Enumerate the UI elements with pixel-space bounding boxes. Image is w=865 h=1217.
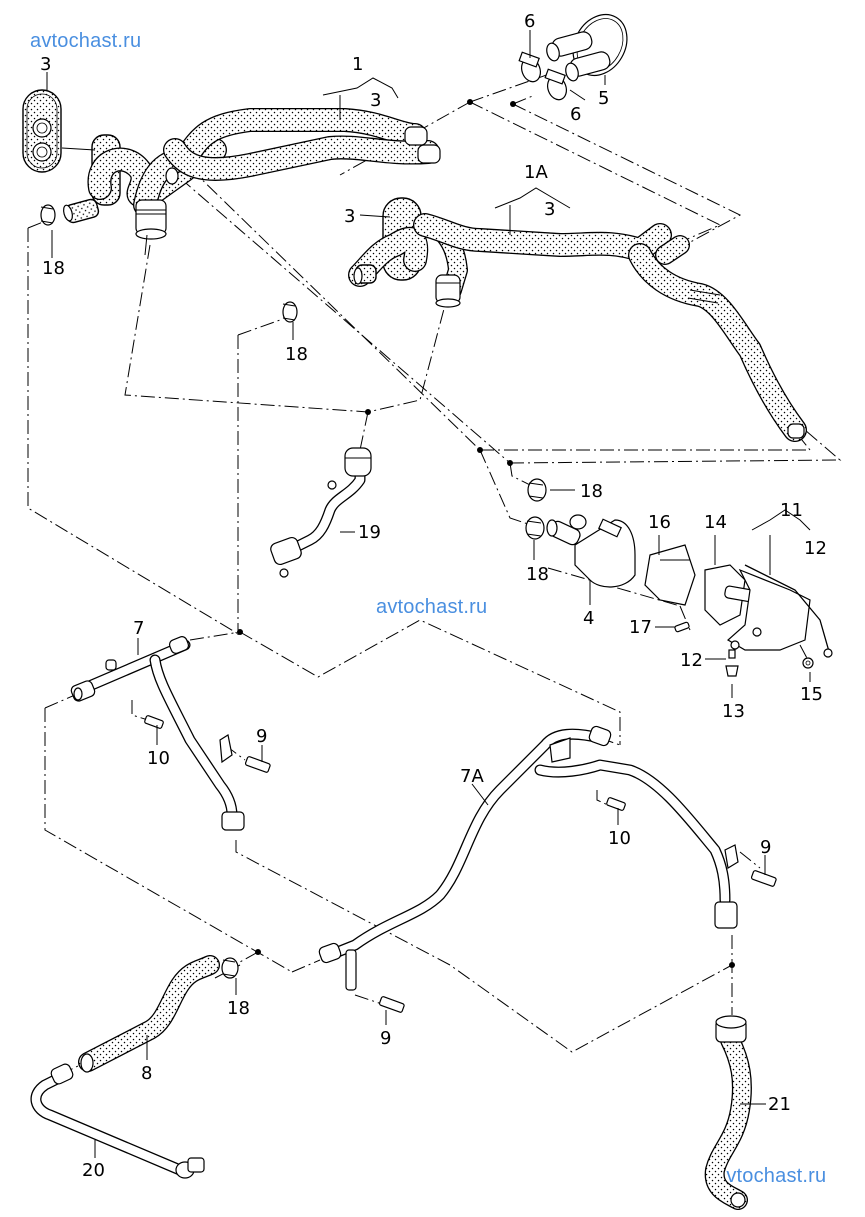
callout-7: 7	[133, 618, 144, 639]
part-20-pipe	[30, 1063, 205, 1179]
part-1-hose-assembly	[63, 108, 441, 240]
callout-5: 5	[598, 88, 609, 109]
callout-7A: 7A	[460, 766, 484, 787]
part-12-stud	[728, 649, 736, 659]
callout-3-mid: 3	[344, 206, 355, 227]
callout-3-top: 3	[40, 54, 51, 75]
part-11-bracket	[726, 564, 833, 658]
callout-4: 4	[583, 608, 594, 629]
callout-labels: 3 1 3 6 5 6 18 1A 3 3 18 18 18 19 4 16 1…	[40, 11, 827, 1181]
watermark-center: avtochast.ru	[376, 596, 488, 618]
callout-20: 20	[82, 1160, 105, 1181]
callout-11: 11	[780, 500, 803, 521]
part-8-hose	[78, 955, 220, 1073]
part-19-pipe	[270, 447, 372, 578]
callout-17: 17	[629, 617, 652, 638]
callout-15: 15	[800, 684, 823, 705]
callout-1: 1	[352, 54, 363, 75]
callout-18-d: 18	[526, 564, 549, 585]
callout-9-b: 9	[760, 837, 771, 858]
callout-11-sub-12: 12	[804, 538, 827, 559]
part-3-grommet-top	[22, 89, 62, 173]
callout-21: 21	[768, 1094, 791, 1115]
part-13-nut	[725, 665, 739, 677]
callout-10-b: 10	[608, 828, 631, 849]
callout-13: 13	[722, 701, 745, 722]
watermark-top-left: avtochast.ru	[30, 30, 142, 52]
part-17-screw	[674, 621, 690, 633]
part-15-nut	[802, 657, 814, 669]
callout-19: 19	[358, 522, 381, 543]
callout-8: 8	[141, 1063, 152, 1084]
part-10-screw-b	[606, 797, 626, 811]
callout-18-a: 18	[42, 258, 65, 279]
part-5-grommet	[546, 13, 628, 82]
leader-lines	[46, 30, 811, 1158]
callout-16: 16	[648, 512, 671, 533]
callout-14: 14	[704, 512, 727, 533]
part-9-bolt-b	[750, 870, 777, 887]
watermark-bottom-right: avtochast.ru	[715, 1165, 827, 1187]
callout-18-c: 18	[580, 481, 603, 502]
assembly-lines	[27, 71, 842, 1076]
callout-12: 12	[680, 650, 703, 671]
part-9-bolt-a	[244, 756, 271, 773]
callout-10-a: 10	[147, 748, 170, 769]
part-9-bolt-c	[378, 996, 405, 1013]
callout-9-a: 9	[256, 726, 267, 747]
part-4-pump	[546, 514, 636, 588]
callout-18-b: 18	[285, 344, 308, 365]
part-16-bracket	[644, 544, 696, 606]
callout-1-sub-3: 3	[370, 90, 381, 111]
callout-18-e: 18	[227, 998, 250, 1019]
callout-6-top: 6	[524, 11, 535, 32]
part-1A-hose-assembly	[348, 197, 807, 442]
part-6-clamps	[518, 51, 568, 101]
callout-1A-sub-3: 3	[544, 199, 555, 220]
callout-6-bottom: 6	[570, 104, 581, 125]
part-7-pipe	[70, 636, 245, 831]
part-10-screw-a	[144, 715, 164, 729]
part-7A-pipe	[318, 725, 739, 991]
part-21-hose	[704, 1015, 752, 1210]
part-18-clamps	[40, 204, 547, 979]
callout-1A: 1A	[524, 162, 548, 183]
callout-9-c: 9	[380, 1028, 391, 1049]
